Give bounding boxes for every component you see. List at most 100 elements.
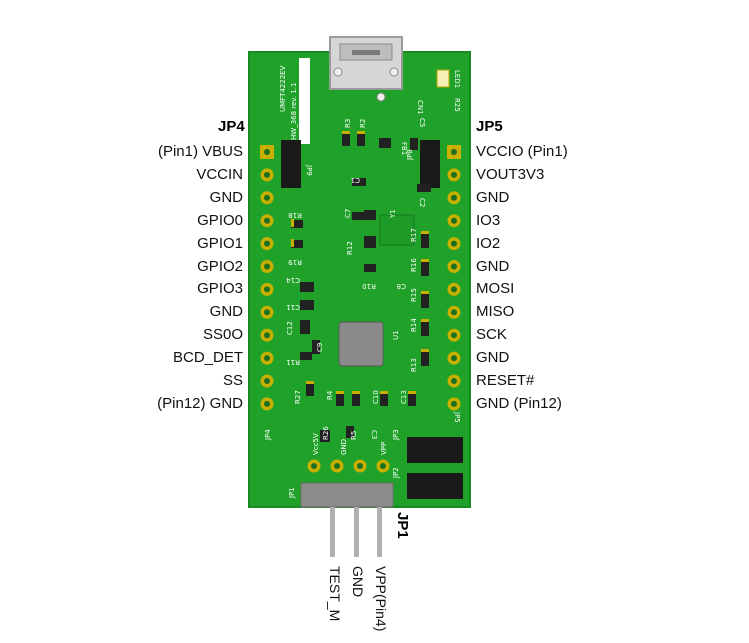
- svg-text:R17: R17: [410, 228, 418, 242]
- led: [436, 69, 450, 88]
- svg-text:C9: C9: [316, 343, 324, 352]
- svg-text:R11: R11: [286, 358, 300, 366]
- svg-text:JP3: JP3: [392, 429, 400, 441]
- jp4-pad-hole: [264, 355, 270, 362]
- u1-chip: [338, 321, 384, 367]
- jp5-pad-hole: [451, 240, 457, 247]
- jp4-pad-hole: [264, 332, 270, 339]
- jp4-pin-label: SS0O: [202, 326, 243, 344]
- jp5-pin-label: GND: [476, 188, 510, 206]
- svg-text:R12: R12: [346, 241, 354, 255]
- jp1-pin-label: TEST_M: [327, 566, 343, 622]
- pcb-body: [248, 51, 471, 508]
- svg-text:C2: C2: [418, 198, 426, 207]
- svg-text:JP2: JP2: [392, 467, 400, 479]
- jp5-pad-hole: [451, 286, 457, 293]
- jp4-pin-label: (Pin1) VBUS: [157, 143, 243, 160]
- svg-text:JP4: JP4: [264, 429, 272, 441]
- jp4-pad-hole: [264, 194, 270, 201]
- svg-text:R16: R16: [410, 258, 418, 272]
- svg-text:JP8: JP8: [406, 149, 414, 161]
- svg-text:R4: R4: [326, 390, 334, 400]
- jp5-pin-label: SCK: [476, 326, 507, 344]
- jp5-pin-label: MOSI: [476, 280, 515, 298]
- jp5-pin-label: VOUT3V3: [476, 165, 545, 183]
- svg-text:R25: R25: [453, 98, 461, 112]
- svg-text:C11: C11: [286, 303, 300, 311]
- jp4-header: JP4: [218, 118, 245, 135]
- svg-text:C5: C5: [418, 118, 426, 127]
- jp5-pin-label: IO3: [476, 211, 501, 229]
- crystal: [379, 214, 415, 246]
- jp4-pin-label: GPIO0: [197, 211, 243, 229]
- jp1-top-pad-hole: [334, 463, 340, 469]
- jp4-pad-hole: [264, 309, 270, 316]
- jp4-pin-label: GPIO3: [197, 280, 243, 298]
- jp5-pad-hole: [451, 332, 457, 339]
- svg-text:C7: C7: [344, 209, 352, 218]
- svg-text:Y1: Y1: [389, 209, 397, 219]
- jp5-pin-label: RESET#: [476, 372, 535, 389]
- svg-text:C10: C10: [372, 390, 380, 404]
- jp4-pad-hole: [264, 149, 270, 155]
- jp1-top-pad-hole: [380, 463, 386, 469]
- jp5-pin-label: IO2: [476, 234, 501, 252]
- jp5-pad-hole: [451, 194, 457, 201]
- svg-text:R3: R3: [344, 119, 352, 128]
- jp4-pad-hole: [264, 378, 270, 384]
- jp1-top-pad-hole: [357, 463, 363, 469]
- board-name-label: UMFT4222EV: [279, 65, 287, 112]
- jp5-pin-label: GND: [476, 349, 510, 367]
- jp5-pad-hole: [451, 263, 457, 270]
- label-strip: [299, 58, 310, 144]
- jp5-pad-hole: [451, 378, 457, 384]
- jp5-pad-hole: [451, 355, 457, 362]
- svg-text:R26: R26: [322, 426, 330, 440]
- svg-text:C14: C14: [286, 276, 300, 284]
- jp4-pin-label: SS: [222, 372, 243, 389]
- jp4-pad-hole: [264, 286, 270, 293]
- jp9-jumper: [281, 140, 301, 188]
- svg-text:CN1: CN1: [416, 100, 424, 115]
- jp4-pad-hole: [264, 240, 270, 247]
- svg-text:R15: R15: [410, 288, 418, 302]
- jp1-pin-label: VPP(Pin4): [373, 566, 389, 632]
- jp4-pin-label: GND: [209, 188, 243, 206]
- svg-text:JP1: JP1: [288, 487, 296, 499]
- jp4-pad-hole: [264, 263, 270, 270]
- jp1-header: [300, 482, 394, 508]
- svg-text:C3: C3: [370, 430, 378, 439]
- jp4-pad-hole: [264, 217, 270, 224]
- jp5-pin-label: VCCIO (Pin1): [476, 143, 568, 160]
- svg-text:FB1: FB1: [400, 142, 408, 155]
- svg-text:R19: R19: [288, 258, 302, 266]
- jp5-pin-label: MISO: [476, 303, 515, 321]
- jp5-pad-hole: [451, 400, 457, 407]
- svg-text:C1: C1: [351, 176, 360, 184]
- jp5-header: JP5: [476, 118, 503, 135]
- svg-text:R2: R2: [359, 119, 367, 128]
- usb-tongue: [352, 50, 380, 55]
- jp5-pad-hole: [451, 217, 457, 224]
- svg-text:Vcc5V: Vcc5V: [312, 433, 320, 455]
- svg-text:GND: GND: [340, 439, 348, 455]
- svg-text:R14: R14: [410, 318, 418, 332]
- svg-text:R27: R27: [294, 390, 302, 404]
- jp3-jumper: [407, 437, 463, 463]
- svg-text:C8: C8: [397, 282, 406, 290]
- jp4-pin-label: VCCIN: [196, 165, 243, 183]
- svg-text:R5: R5: [350, 431, 358, 440]
- jp1-header: JP1: [394, 512, 411, 539]
- jp5-pin-label: GND: [476, 257, 510, 275]
- board-revision-label: HW_368 rev. 1.1: [290, 83, 298, 140]
- svg-text:U1: U1: [392, 330, 400, 340]
- svg-text:LED1: LED1: [453, 70, 461, 88]
- svg-text:C12: C12: [286, 321, 294, 335]
- jp5-pad-hole: [451, 309, 457, 316]
- jp5-pin-label: GND (Pin12): [476, 394, 562, 412]
- svg-text:R13: R13: [410, 358, 418, 372]
- jp5-pad-hole: [451, 149, 457, 155]
- jp1-pin-label: GND: [350, 566, 366, 598]
- svg-text:R10: R10: [362, 282, 376, 290]
